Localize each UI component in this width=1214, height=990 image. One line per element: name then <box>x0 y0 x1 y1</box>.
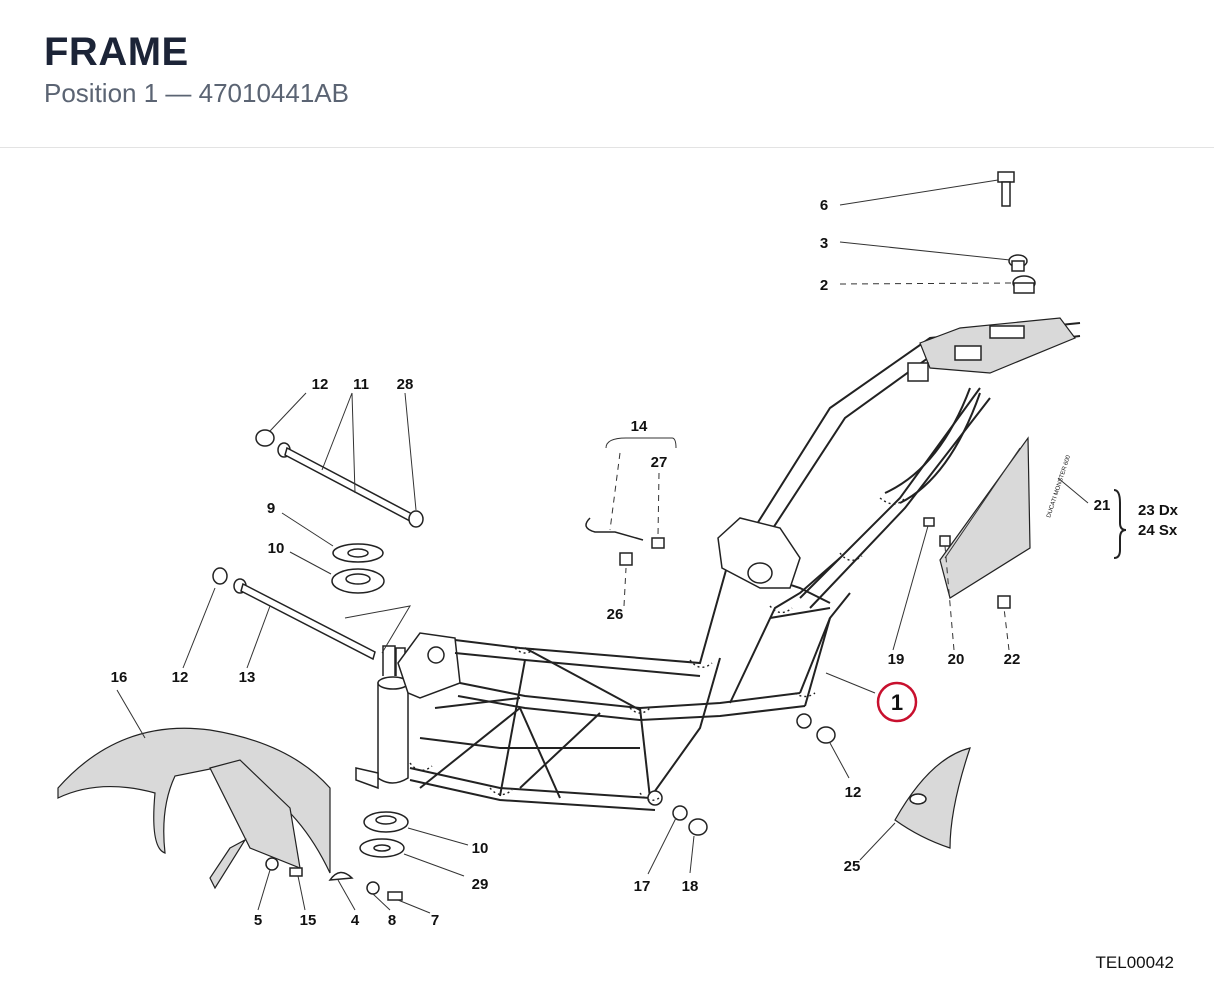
callout-24[interactable]: 24 Sx <box>1138 522 1178 539</box>
callout-8[interactable]: 8 <box>388 912 396 929</box>
callout-29[interactable]: 29 <box>472 876 489 893</box>
clip-27[interactable] <box>651 537 665 549</box>
callout-1[interactable]: 1 <box>891 690 903 715</box>
diagram-code: TEL00042 <box>1095 953 1174 972</box>
rubber-cap-12-top[interactable] <box>255 429 275 447</box>
callout-14[interactable]: 14 <box>631 418 648 435</box>
grommet-3[interactable] <box>1008 254 1028 272</box>
rubber-cap-12-right[interactable] <box>816 726 836 744</box>
callout-23[interactable]: 23 Dx <box>1138 502 1179 519</box>
callout-7[interactable]: 7 <box>431 912 439 929</box>
callout-25[interactable]: 25 <box>844 858 861 875</box>
engine-bolt-13[interactable] <box>233 578 376 661</box>
callout-27[interactable]: 27 <box>651 454 668 471</box>
callout-11[interactable]: 11 <box>353 376 369 393</box>
callout-12-right[interactable]: 12 <box>845 784 862 801</box>
nut-28[interactable] <box>408 510 424 528</box>
callout-4[interactable]: 4 <box>351 912 360 929</box>
seal-29[interactable] <box>359 838 405 858</box>
leader-lines <box>116 179 1089 914</box>
bush-17[interactable] <box>672 805 688 821</box>
pivot-bolt-11[interactable] <box>277 442 413 523</box>
callout-10-bottom[interactable]: 10 <box>472 840 489 857</box>
callout-3[interactable]: 3 <box>820 235 828 252</box>
rubber-cap-12-left[interactable] <box>212 567 228 585</box>
bearing-10-bottom[interactable] <box>363 811 409 833</box>
screw-19[interactable] <box>923 517 935 527</box>
callout-21[interactable]: 21 <box>1094 497 1111 514</box>
cap-18[interactable] <box>688 818 708 836</box>
clip-4[interactable] <box>328 871 354 881</box>
callout-labels: 6 3 2 12 11 28 14 27 9 10 21 23 Dx 24 Sx… <box>111 197 1179 929</box>
callout-28[interactable]: 28 <box>397 376 414 393</box>
frame-drawing[interactable] <box>355 317 1081 811</box>
nut-22[interactable] <box>997 595 1011 609</box>
bush-2[interactable] <box>1012 275 1036 294</box>
callout-2[interactable]: 2 <box>820 277 828 294</box>
callout-19[interactable]: 19 <box>888 651 905 668</box>
callout-6[interactable]: 6 <box>820 197 828 214</box>
bearing-9[interactable] <box>332 543 384 563</box>
page-subtitle: Position 1 — 47010441AB <box>44 78 349 108</box>
clip-26[interactable] <box>619 552 633 566</box>
grommet-20[interactable] <box>939 535 951 547</box>
callout-5[interactable]: 5 <box>254 912 262 929</box>
callout-16[interactable]: 16 <box>111 669 128 686</box>
callout-13[interactable]: 13 <box>239 669 256 686</box>
front-fender-16[interactable] <box>57 727 331 890</box>
callout-9[interactable]: 9 <box>267 500 275 517</box>
callout-1-highlight[interactable]: 1 <box>876 681 918 723</box>
bolt-15[interactable] <box>289 867 303 877</box>
tail-screw-6[interactable] <box>997 171 1015 207</box>
exploded-diagram: DUCATI MONSTER 600 <box>57 171 1179 929</box>
callout-18[interactable]: 18 <box>682 878 699 895</box>
screw-7[interactable] <box>387 891 403 901</box>
callout-15[interactable]: 15 <box>300 912 317 929</box>
nut-5[interactable] <box>265 857 279 871</box>
callout-12-left[interactable]: 12 <box>172 669 189 686</box>
cable-tie-14[interactable] <box>585 517 644 541</box>
callout-10-top[interactable]: 10 <box>268 540 285 557</box>
callout-17[interactable]: 17 <box>634 878 651 895</box>
bearing-10-top[interactable] <box>331 568 385 594</box>
page-header: FRAME Position 1 — 47010441AB <box>0 0 1214 148</box>
callout-12-top[interactable]: 12 <box>312 376 329 393</box>
page-title: FRAME <box>44 30 189 74</box>
cover-25[interactable] <box>894 747 971 849</box>
side-panel-21[interactable]: DUCATI MONSTER 600 <box>939 436 1072 599</box>
callout-22[interactable]: 22 <box>1004 651 1021 668</box>
nut-8[interactable] <box>366 881 380 895</box>
callout-20[interactable]: 20 <box>948 651 965 668</box>
callout-26[interactable]: 26 <box>607 606 624 623</box>
